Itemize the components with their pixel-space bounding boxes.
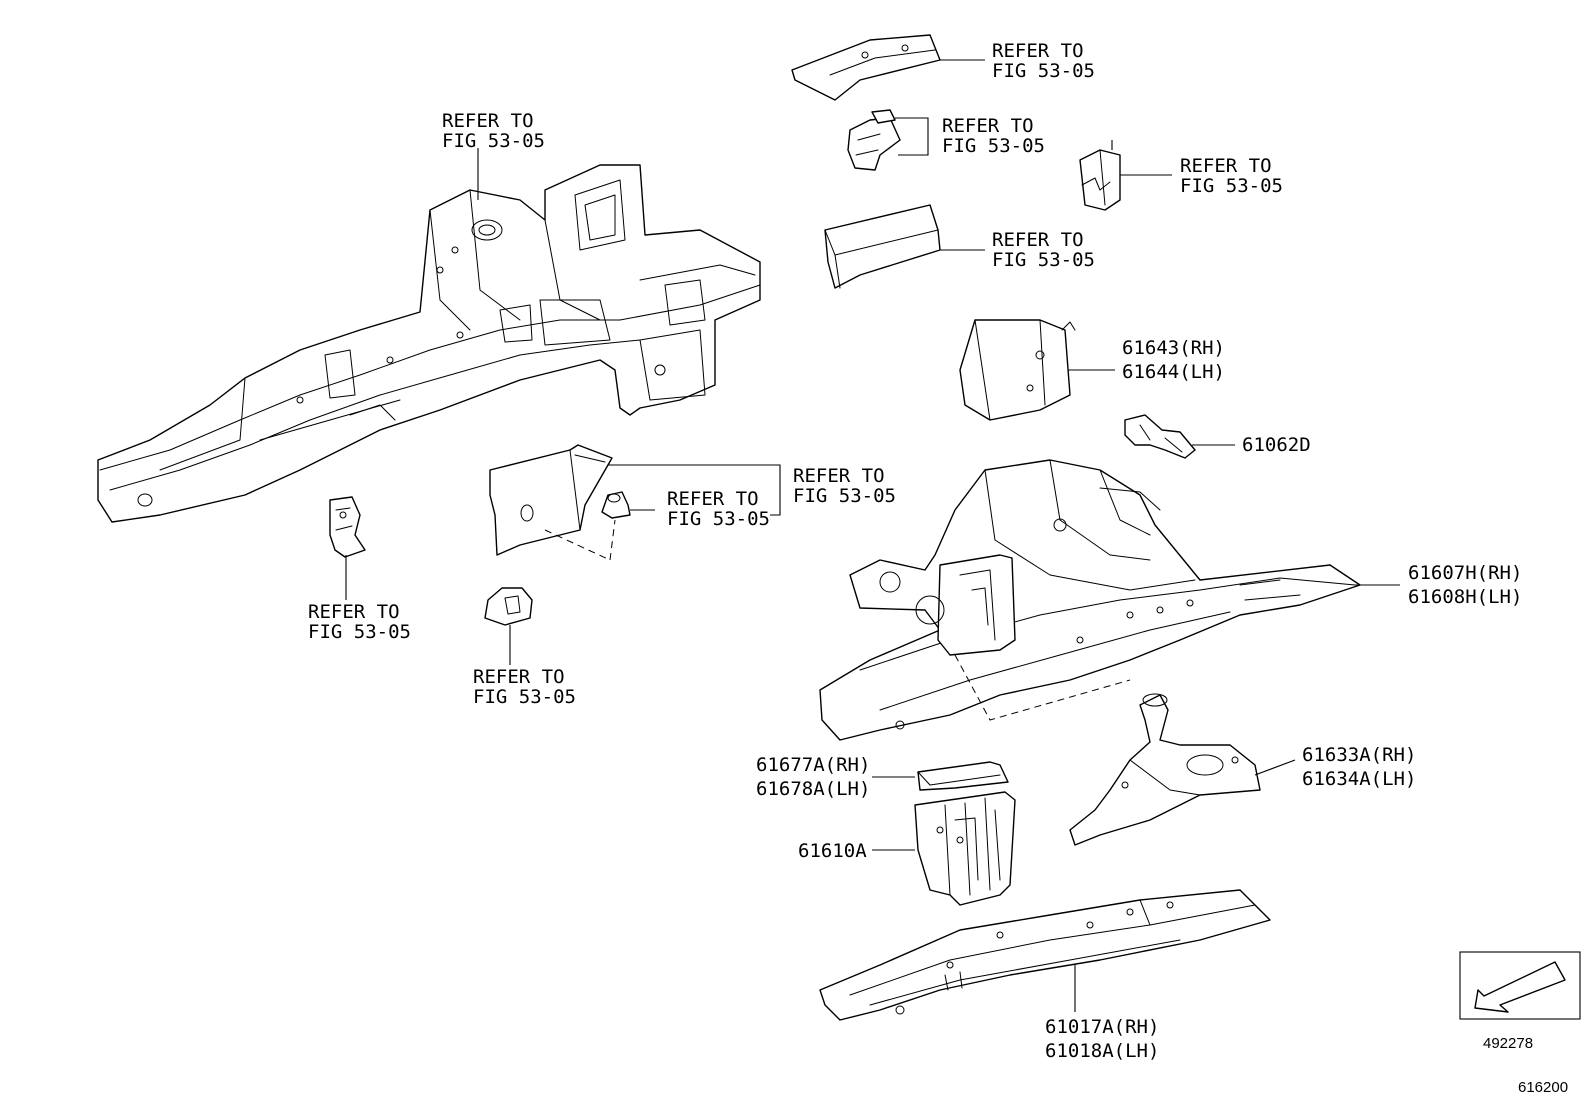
label-61608H: 61608H(LH) bbox=[1408, 586, 1522, 608]
label-61677A: 61677A(RH) bbox=[756, 754, 870, 776]
refer-fig-6: FIG 53-05 bbox=[992, 60, 1095, 82]
figure-code: 616200 bbox=[1518, 1079, 1568, 1096]
refer-fig-2: FIG 53-05 bbox=[308, 621, 411, 643]
small-clip-middle bbox=[484, 587, 533, 626]
part-61643 bbox=[959, 319, 1076, 421]
part-61017A bbox=[819, 889, 1271, 1021]
refer-label-7: REFER TO bbox=[942, 115, 1034, 137]
upper-plate bbox=[791, 34, 941, 101]
bracket-upper bbox=[847, 109, 901, 171]
refer-fig-8: FIG 53-05 bbox=[1180, 175, 1283, 197]
refer-label-5: REFER TO bbox=[473, 666, 565, 688]
legend-code: 492278 bbox=[1483, 1035, 1533, 1052]
part-61633A bbox=[1069, 693, 1261, 846]
refer-fig-4: FIG 53-05 bbox=[667, 508, 770, 530]
refer-label-8: REFER TO bbox=[1180, 155, 1272, 177]
part-61610A bbox=[914, 791, 1016, 906]
part-61677A bbox=[917, 761, 1009, 791]
label-61644: 61644(LH) bbox=[1122, 361, 1225, 383]
label-61634A: 61634A(LH) bbox=[1302, 768, 1416, 790]
bracket-box bbox=[1079, 140, 1121, 211]
label-61017A: 61017A(RH) bbox=[1045, 1016, 1159, 1038]
refer-label-1: REFER TO bbox=[442, 110, 534, 132]
refer-fig-5: FIG 53-05 bbox=[473, 686, 576, 708]
legend-box bbox=[1459, 951, 1581, 1020]
refer-label-3: REFER TO bbox=[793, 465, 885, 487]
nut-part bbox=[601, 491, 631, 519]
refer-label-2: REFER TO bbox=[308, 601, 400, 623]
small-bracket-left bbox=[329, 496, 366, 558]
label-61633A: 61633A(RH) bbox=[1302, 744, 1416, 766]
refer-fig-1: FIG 53-05 bbox=[442, 130, 545, 152]
label-61678A: 61678A(LH) bbox=[756, 778, 870, 800]
label-61062D: 61062D bbox=[1242, 434, 1311, 456]
part-61607H-assembly bbox=[819, 459, 1361, 741]
refer-label-4: REFER TO bbox=[667, 488, 759, 510]
label-61610A: 61610A bbox=[798, 840, 867, 862]
refer-label-9: REFER TO bbox=[992, 229, 1084, 251]
refer-fig-7: FIG 53-05 bbox=[942, 135, 1045, 157]
apron-extension bbox=[489, 444, 613, 556]
label-61643: 61643(RH) bbox=[1122, 337, 1225, 359]
refer-label-6: REFER TO bbox=[992, 40, 1084, 62]
label-61018A: 61018A(LH) bbox=[1045, 1040, 1159, 1062]
refer-fig-3: FIG 53-05 bbox=[793, 485, 896, 507]
refer-fig-9: FIG 53-05 bbox=[992, 249, 1095, 271]
channel-member bbox=[824, 204, 941, 289]
label-61607H: 61607H(RH) bbox=[1408, 562, 1522, 584]
part-61062D bbox=[1124, 414, 1196, 459]
front-side-member-assembly bbox=[97, 164, 761, 523]
